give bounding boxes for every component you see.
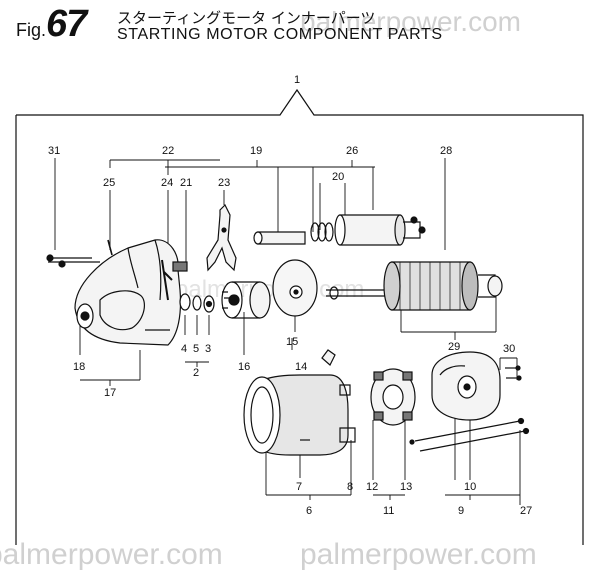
figure-prefix: Fig.	[16, 20, 47, 40]
callout-30: 30	[503, 343, 515, 355]
title-japanese: スターティングモータ インナーパーツ	[117, 9, 376, 27]
callout-16: 16	[238, 361, 250, 373]
assembly-bracket-frame	[15, 88, 584, 545]
callout-4: 4	[181, 343, 187, 355]
callout-11: 11	[383, 505, 394, 517]
callout-27: 27	[520, 505, 532, 517]
shift-fork-23	[206, 203, 237, 272]
callout-1: 1	[294, 74, 300, 86]
callout-31: 31	[48, 145, 60, 157]
callout-17: 17	[104, 387, 116, 399]
callout-5: 5	[193, 343, 199, 355]
callout-12: 12	[366, 481, 378, 493]
title-english: STARTING MOTOR COMPONENT PARTS	[117, 26, 443, 43]
callout-19: 19	[250, 145, 262, 157]
callout-8: 8	[347, 481, 353, 493]
through-bolt-31	[46, 254, 100, 268]
through-bolts-27	[409, 417, 530, 452]
callout-21: 21	[180, 177, 192, 189]
callout-14: 14	[295, 361, 307, 373]
callout-26: 26	[346, 145, 358, 157]
field-yoke-6	[243, 349, 356, 456]
screws-30	[505, 365, 522, 381]
solenoid-switch-26	[253, 214, 426, 246]
callout-9: 9	[458, 505, 464, 517]
callout-25: 25	[103, 177, 115, 189]
armature-28	[326, 261, 503, 311]
drive-end-housing-18	[74, 239, 182, 346]
callout-28: 28	[440, 145, 452, 157]
lever-24	[161, 259, 173, 301]
pinion-clutch-16	[221, 281, 271, 319]
callout-7: 7	[296, 481, 302, 493]
cover-plate-15	[272, 259, 318, 317]
callout-22: 22	[162, 145, 174, 157]
callout-2: 2	[193, 367, 199, 379]
figure-number: 67	[46, 3, 87, 45]
bearing-28a	[329, 286, 339, 300]
callout-24: 24	[161, 177, 173, 189]
callout-18: 18	[73, 361, 85, 373]
brush-holder-11	[370, 368, 416, 426]
pin-25	[107, 239, 113, 256]
callout-13: 13	[400, 481, 412, 493]
callout-20: 20	[332, 171, 344, 183]
callout-numbers: 1 31 22 19 26 28 25 24 21 23 20 29 30 15…	[48, 74, 532, 517]
washers-3-4-5	[179, 293, 215, 313]
commutator-end-frame-9	[431, 351, 501, 421]
plate-21	[172, 261, 188, 272]
callout-10: 10	[464, 481, 476, 493]
callout-23: 23	[218, 177, 230, 189]
callout-29: 29	[448, 341, 460, 353]
callout-3: 3	[205, 343, 211, 355]
callout-6: 6	[306, 505, 312, 517]
callout-15: 15	[286, 336, 298, 348]
